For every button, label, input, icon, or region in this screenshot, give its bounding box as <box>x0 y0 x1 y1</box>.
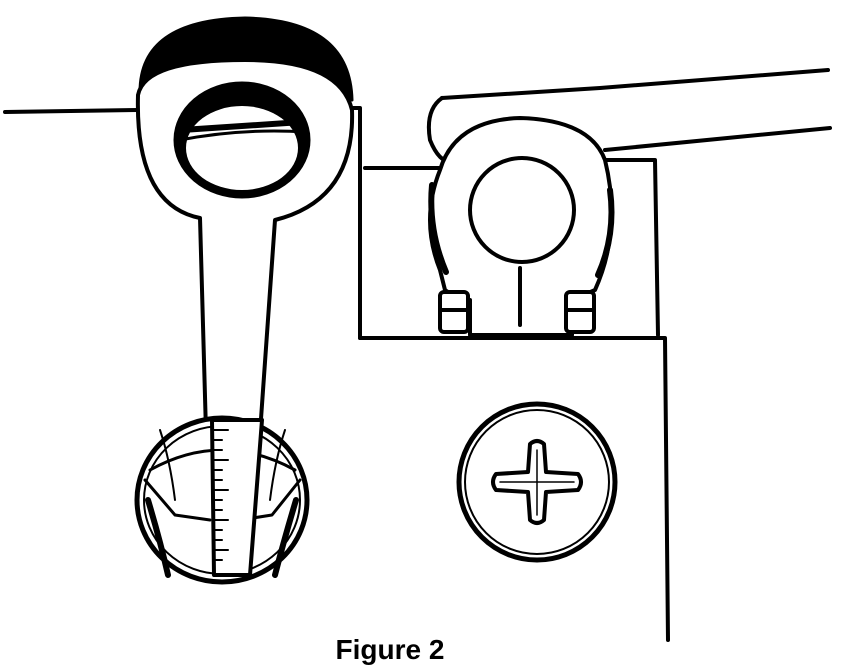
battery-case <box>3 106 670 642</box>
fill-well-icon <box>134 415 310 585</box>
figure-caption: Figure 2 <box>335 634 445 665</box>
battery-terminal-clamp-icon <box>428 116 615 337</box>
vent-cap-cross-icon <box>456 401 618 563</box>
hydrometer-bulb-icon <box>135 16 355 577</box>
